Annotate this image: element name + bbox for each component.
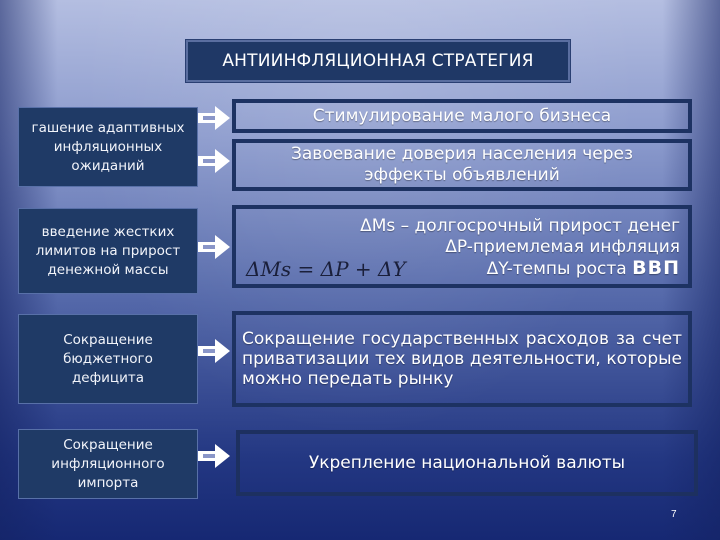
outcome-text: Сокращение государственных расходов за с… bbox=[242, 329, 682, 389]
outcome-box-national-currency: Укрепление национальной валюты bbox=[236, 430, 698, 496]
measure-box-inflation-import: Сокращение инфляционного импорта bbox=[18, 429, 198, 499]
measure-box-money-supply-limits: введение жестких лимитов на прирост дене… bbox=[18, 208, 198, 294]
outcome-text: Укрепление национальной валюты bbox=[308, 452, 626, 473]
measure-label: Сокращение инфляционного импорта bbox=[51, 436, 165, 491]
outcome-box-privatization: Сокращение государственных расходов за с… bbox=[232, 311, 692, 407]
right-arrow-icon bbox=[197, 234, 231, 260]
outcome-text: Завоевание доверия населения через эффек… bbox=[290, 144, 633, 185]
measure-box-budget-deficit: Сокращение бюджетного дефицита bbox=[18, 314, 198, 404]
outcome-text: Стимулирование малого бизнеса bbox=[312, 105, 612, 126]
formula-legend: ΔMs – долгосрочный прирост денег ΔP-прие… bbox=[244, 216, 680, 280]
outcome-box-public-trust: Завоевание доверия населения через эффек… bbox=[232, 139, 692, 191]
money-growth-formula: ΔMs = ΔP + ΔY bbox=[246, 257, 406, 281]
page-number: 7 bbox=[671, 509, 677, 520]
right-arrow-icon bbox=[197, 338, 231, 364]
gdp-abbreviation: ВВП bbox=[632, 257, 680, 279]
measure-label: гашение адаптивных инфляционных ожиданий bbox=[31, 119, 185, 174]
legend-line-money: ΔMs – долгосрочный прирост денег bbox=[360, 216, 680, 236]
legend-line-inflation: ΔP-приемлемая инфляция bbox=[445, 237, 680, 257]
outcome-box-small-business: Стимулирование малого бизнеса bbox=[232, 99, 692, 133]
measure-box-adaptive-expectations: гашение адаптивных инфляционных ожиданий bbox=[18, 107, 198, 187]
measure-label: введение жестких лимитов на прирост дене… bbox=[35, 223, 181, 278]
right-arrow-icon bbox=[197, 105, 231, 131]
outcome-box-money-growth-formula: ΔMs – долгосрочный прирост денег ΔP-прие… bbox=[232, 205, 692, 288]
legend-line-growth: ΔY-темпы роста ВВП bbox=[244, 258, 680, 280]
slide-title: АНТИИНФЛЯЦИОННАЯ СТРАТЕГИЯ bbox=[186, 40, 570, 82]
growth-text: ΔY-темпы роста bbox=[486, 259, 627, 279]
right-arrow-icon bbox=[197, 148, 231, 174]
measure-label: Сокращение бюджетного дефицита bbox=[63, 331, 153, 386]
right-arrow-icon bbox=[197, 443, 231, 469]
